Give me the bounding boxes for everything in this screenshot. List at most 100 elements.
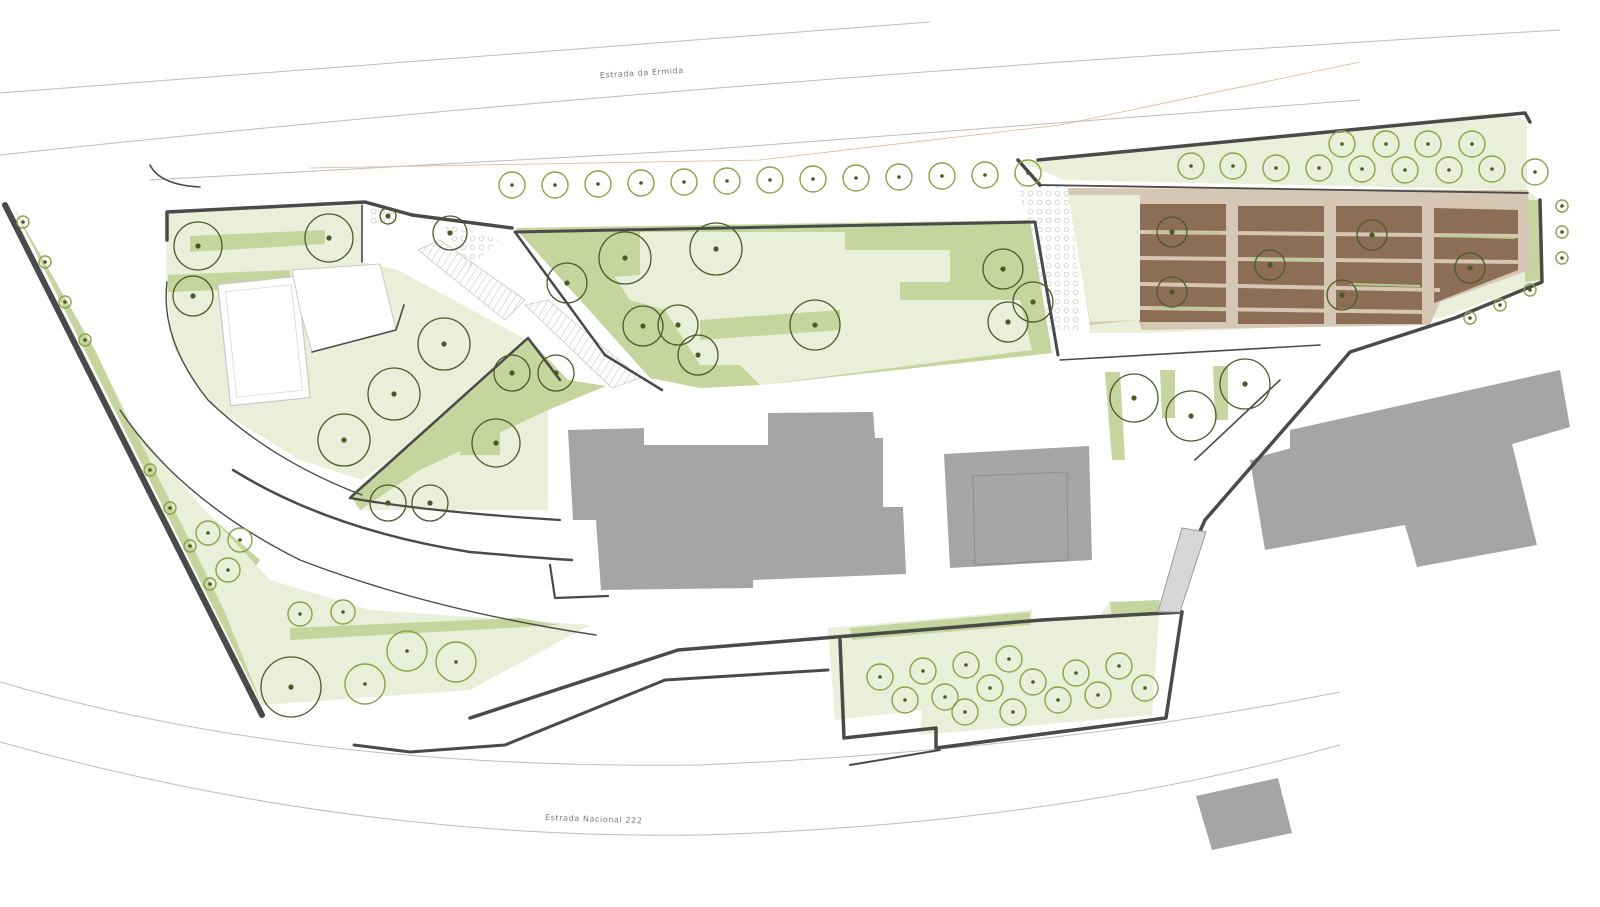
tree-canopy-ring bbox=[1254, 249, 1286, 281]
tree-symbol bbox=[493, 354, 531, 392]
tree-trunk-dot bbox=[1317, 166, 1321, 170]
small-building-south bbox=[1196, 778, 1292, 850]
tree-trunk-dot bbox=[168, 506, 172, 510]
triangle-lawn-light bbox=[360, 410, 548, 510]
tree-trunk-dot bbox=[288, 684, 294, 690]
southwest-planting-strip bbox=[290, 618, 560, 640]
tree-canopy-ring bbox=[627, 169, 655, 197]
tree-trunk-dot bbox=[940, 174, 944, 178]
east-boundary-wall bbox=[1163, 198, 1544, 612]
tree-trunk-dot bbox=[921, 669, 925, 673]
tree-canopy-ring bbox=[670, 168, 698, 196]
tree-trunk-dot bbox=[83, 338, 87, 342]
tree-trunk-dot bbox=[441, 341, 447, 347]
neighbour-building-east bbox=[1250, 370, 1570, 567]
tree-canopy-ring bbox=[227, 527, 253, 553]
tree-canopy-ring bbox=[866, 663, 894, 691]
tree-symbol bbox=[1555, 225, 1569, 239]
tree-trunk-dot bbox=[21, 220, 25, 224]
tree-canopy-ring bbox=[1372, 130, 1400, 158]
tree-trunk-dot bbox=[1169, 229, 1175, 235]
tree-canopy-ring bbox=[1356, 219, 1388, 251]
tree-trunk-dot bbox=[1011, 710, 1015, 714]
tree-trunk-dot bbox=[1026, 171, 1030, 175]
tree-canopy-ring bbox=[369, 484, 407, 522]
tree-canopy-ring bbox=[287, 601, 313, 627]
northwest-strip-1 bbox=[190, 230, 325, 252]
tree-symbol bbox=[1414, 130, 1442, 158]
tree-trunk-dot bbox=[1360, 167, 1364, 171]
tree-trunk-dot bbox=[1005, 319, 1011, 325]
tree-trunk-dot bbox=[195, 243, 201, 249]
tree-symbol bbox=[546, 262, 588, 304]
tree-canopy-ring bbox=[411, 484, 449, 522]
diagonal-ramp-stairs bbox=[524, 299, 641, 389]
tree-canopy-ring bbox=[1463, 311, 1477, 325]
south-curb-2 bbox=[849, 749, 941, 766]
tree-symbol bbox=[789, 299, 841, 351]
tree-trunk-dot bbox=[1267, 262, 1273, 268]
tree-trunk-dot bbox=[1340, 142, 1344, 146]
tree-trunk-dot bbox=[1498, 303, 1502, 307]
tree-canopy-ring bbox=[987, 301, 1029, 343]
tree-canopy-ring bbox=[931, 683, 959, 711]
tree-trunk-dot bbox=[493, 440, 499, 446]
tree-canopy-ring bbox=[386, 630, 428, 672]
tree-symbol bbox=[163, 501, 177, 515]
tree-canopy-ring bbox=[330, 599, 356, 625]
tree-trunk-dot bbox=[226, 568, 230, 572]
tree-trunk-dot bbox=[1143, 686, 1147, 690]
tree-trunk-dot bbox=[1339, 292, 1345, 298]
tree-symbol bbox=[317, 413, 371, 467]
allotment-plot bbox=[1238, 206, 1324, 324]
tree-symbol bbox=[1523, 283, 1537, 297]
tree-symbol bbox=[173, 221, 223, 271]
tree-trunk-dot bbox=[675, 322, 681, 328]
tree-trunk-dot bbox=[943, 695, 947, 699]
allotment-inner-lawn bbox=[1068, 195, 1140, 322]
tree-canopy-ring bbox=[417, 317, 471, 371]
tree-trunk-dot bbox=[385, 213, 391, 219]
tree-trunk-dot bbox=[1117, 664, 1121, 668]
tree-symbol bbox=[598, 231, 652, 285]
central-lawn-strip-3 bbox=[600, 236, 640, 278]
tree-symbol bbox=[471, 418, 521, 468]
tree-trunk-dot bbox=[1468, 316, 1472, 320]
tree-trunk-dot bbox=[553, 183, 557, 187]
plaza-bed-2 bbox=[1160, 370, 1175, 418]
tree-canopy-ring bbox=[304, 213, 354, 263]
tree-symbol bbox=[1219, 152, 1247, 180]
tree-symbol bbox=[227, 527, 253, 553]
triangle-lawn-strip bbox=[460, 425, 500, 455]
east-ramp-glass bbox=[1157, 527, 1207, 613]
tree-symbol bbox=[1458, 130, 1486, 158]
tree-symbol bbox=[58, 295, 72, 309]
tree-trunk-dot bbox=[963, 710, 967, 714]
tree-trunk-dot bbox=[639, 181, 643, 185]
tree-trunk-dot bbox=[640, 323, 646, 329]
tree-symbol bbox=[689, 222, 743, 276]
tree-canopy-ring bbox=[183, 539, 197, 553]
tree-trunk-dot bbox=[988, 686, 992, 690]
tree-trunk-dot bbox=[768, 178, 772, 182]
tree-trunk-dot bbox=[1533, 170, 1537, 174]
tree-symbol bbox=[379, 207, 397, 225]
tree-canopy-ring bbox=[432, 215, 468, 251]
tree-symbol bbox=[677, 334, 719, 376]
tree-trunk-dot bbox=[1560, 204, 1564, 208]
tree-canopy-ring bbox=[1555, 251, 1569, 265]
plaza-bed-3 bbox=[1213, 366, 1228, 420]
south-boundary-wall-1 bbox=[468, 618, 1044, 720]
allotment-plots bbox=[1140, 204, 1518, 324]
tree-symbol bbox=[999, 698, 1027, 726]
north-road-edge-upper bbox=[0, 21, 931, 94]
tree-symbol bbox=[842, 164, 870, 192]
tree-trunk-dot bbox=[391, 391, 397, 397]
tree-symbol bbox=[1262, 154, 1290, 182]
tree-symbol bbox=[971, 161, 999, 189]
tree-canopy-ring bbox=[1493, 298, 1507, 312]
tree-canopy-ring bbox=[891, 686, 919, 714]
tree-symbol bbox=[799, 165, 827, 193]
tree-symbol bbox=[1372, 130, 1400, 158]
tree-canopy-ring bbox=[657, 304, 699, 346]
